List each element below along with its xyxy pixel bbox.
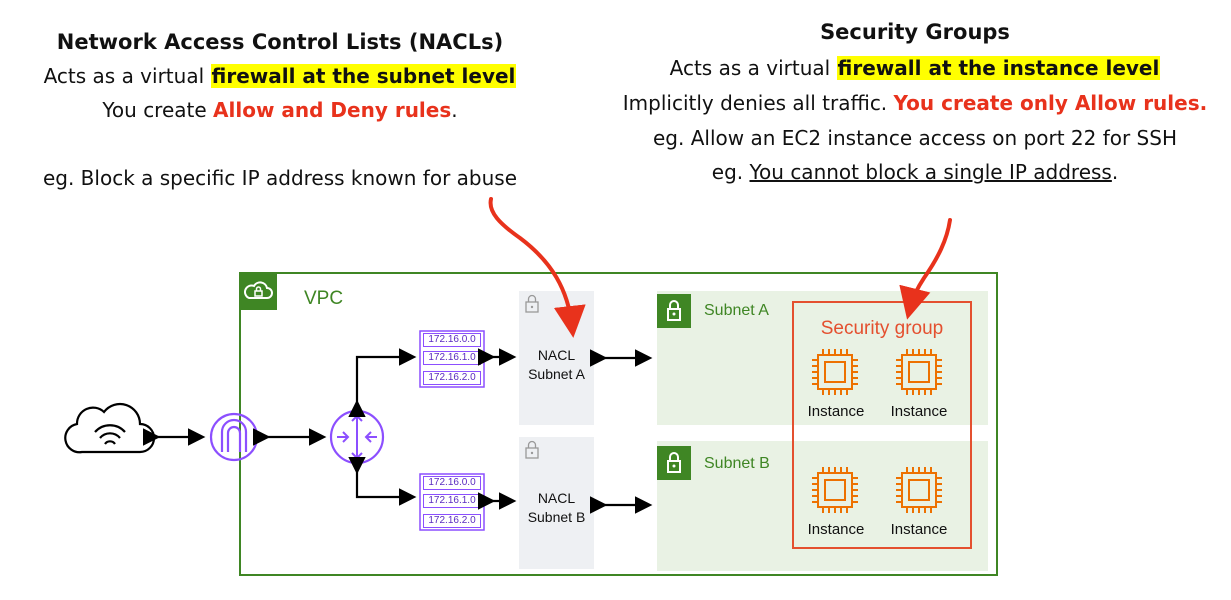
subnet-b-lock-icon bbox=[657, 446, 691, 480]
chip-icon bbox=[812, 467, 858, 513]
sg-line2: Implicitly denies all traffic. You creat… bbox=[615, 91, 1215, 115]
instance-label-a1: Instance bbox=[807, 403, 865, 420]
sg-underline-text: You cannot block a single IP address bbox=[749, 160, 1112, 184]
nacl-line1-text: Acts as a virtual bbox=[43, 64, 211, 88]
subnet-a bbox=[657, 291, 988, 425]
nacl-red-text: Allow and Deny rules bbox=[213, 98, 452, 122]
route-a-row-3: 172.16.2.0 bbox=[423, 371, 481, 385]
security-group-box bbox=[792, 301, 972, 549]
vpc-cloud-lock-icon bbox=[239, 272, 277, 310]
cloud-wifi-icon bbox=[64, 402, 156, 454]
nacl-b-label: NACL Subnet B bbox=[519, 489, 594, 527]
nacl-b-line1: NACL bbox=[537, 490, 576, 506]
subnet-b-label: Subnet B bbox=[704, 455, 770, 472]
route-a-row-1: 172.16.0.0 bbox=[423, 333, 481, 347]
nacl-example: eg. Block a specific IP address known fo… bbox=[42, 166, 518, 190]
sg-line2-text: Implicitly denies all traffic. bbox=[622, 91, 894, 115]
nacl-line2-text: You create bbox=[102, 98, 214, 122]
sg-line1-text: Acts as a virtual bbox=[669, 56, 837, 80]
chip-icon bbox=[896, 349, 942, 395]
nacl-b-column bbox=[519, 437, 594, 569]
nacl-a-line2: Subnet A bbox=[528, 366, 585, 382]
instance-label-a2: Instance bbox=[890, 403, 948, 420]
red-arrow-icon bbox=[899, 218, 952, 320]
nacl-b-lock-icon bbox=[524, 440, 540, 465]
nacl-a-label: NACL Subnet A bbox=[519, 346, 594, 384]
subnet-a-lock-icon bbox=[657, 294, 691, 328]
sg-highlight: firewall at the instance level bbox=[836, 56, 1161, 80]
nacl-line2-end: . bbox=[451, 98, 458, 122]
nacl-line2: You create Allow and Deny rules. bbox=[40, 98, 520, 122]
router-icon bbox=[329, 409, 385, 465]
instance-label-b1: Instance bbox=[807, 521, 865, 538]
chip-icon bbox=[812, 349, 858, 395]
nacl-highlight: firewall at the subnet level bbox=[210, 64, 517, 88]
vpc-label: VPC bbox=[304, 288, 344, 309]
nacl-b-line2: Subnet B bbox=[527, 509, 586, 525]
nacl-title: Network Access Control Lists (NACLs) bbox=[56, 30, 504, 54]
connector-arrows bbox=[142, 348, 653, 514]
route-table-icons bbox=[419, 330, 485, 531]
instance-label-b2: Instance bbox=[890, 521, 948, 538]
sg-line4-end: . bbox=[1111, 160, 1119, 184]
security-group-label: Security group bbox=[820, 318, 944, 339]
nacl-a-line1: NACL bbox=[537, 347, 576, 363]
sg-line4: eg. You cannot block a single IP address… bbox=[630, 160, 1200, 184]
nacl-line1: Acts as a virtual firewall at the subnet… bbox=[40, 64, 520, 88]
sg-line3: eg. Allow an EC2 instance access on port… bbox=[653, 126, 1177, 150]
sg-line1: Acts as a virtual firewall at the instan… bbox=[630, 56, 1200, 80]
red-arrow-icon bbox=[488, 197, 586, 338]
sg-title: Security Groups bbox=[820, 20, 1010, 44]
sg-line4-text: eg. bbox=[711, 160, 750, 184]
route-b-row-1: 172.16.0.0 bbox=[423, 476, 481, 490]
route-b-row-3: 172.16.2.0 bbox=[423, 514, 481, 528]
subnet-a-label: Subnet A bbox=[704, 302, 769, 319]
sg-red-text: You create only Allow rules. bbox=[893, 91, 1208, 115]
internet-gateway-icon bbox=[209, 412, 259, 462]
vpc-boundary bbox=[239, 272, 998, 576]
chip-icon bbox=[896, 467, 942, 513]
nacl-a-lock-icon bbox=[524, 294, 540, 319]
